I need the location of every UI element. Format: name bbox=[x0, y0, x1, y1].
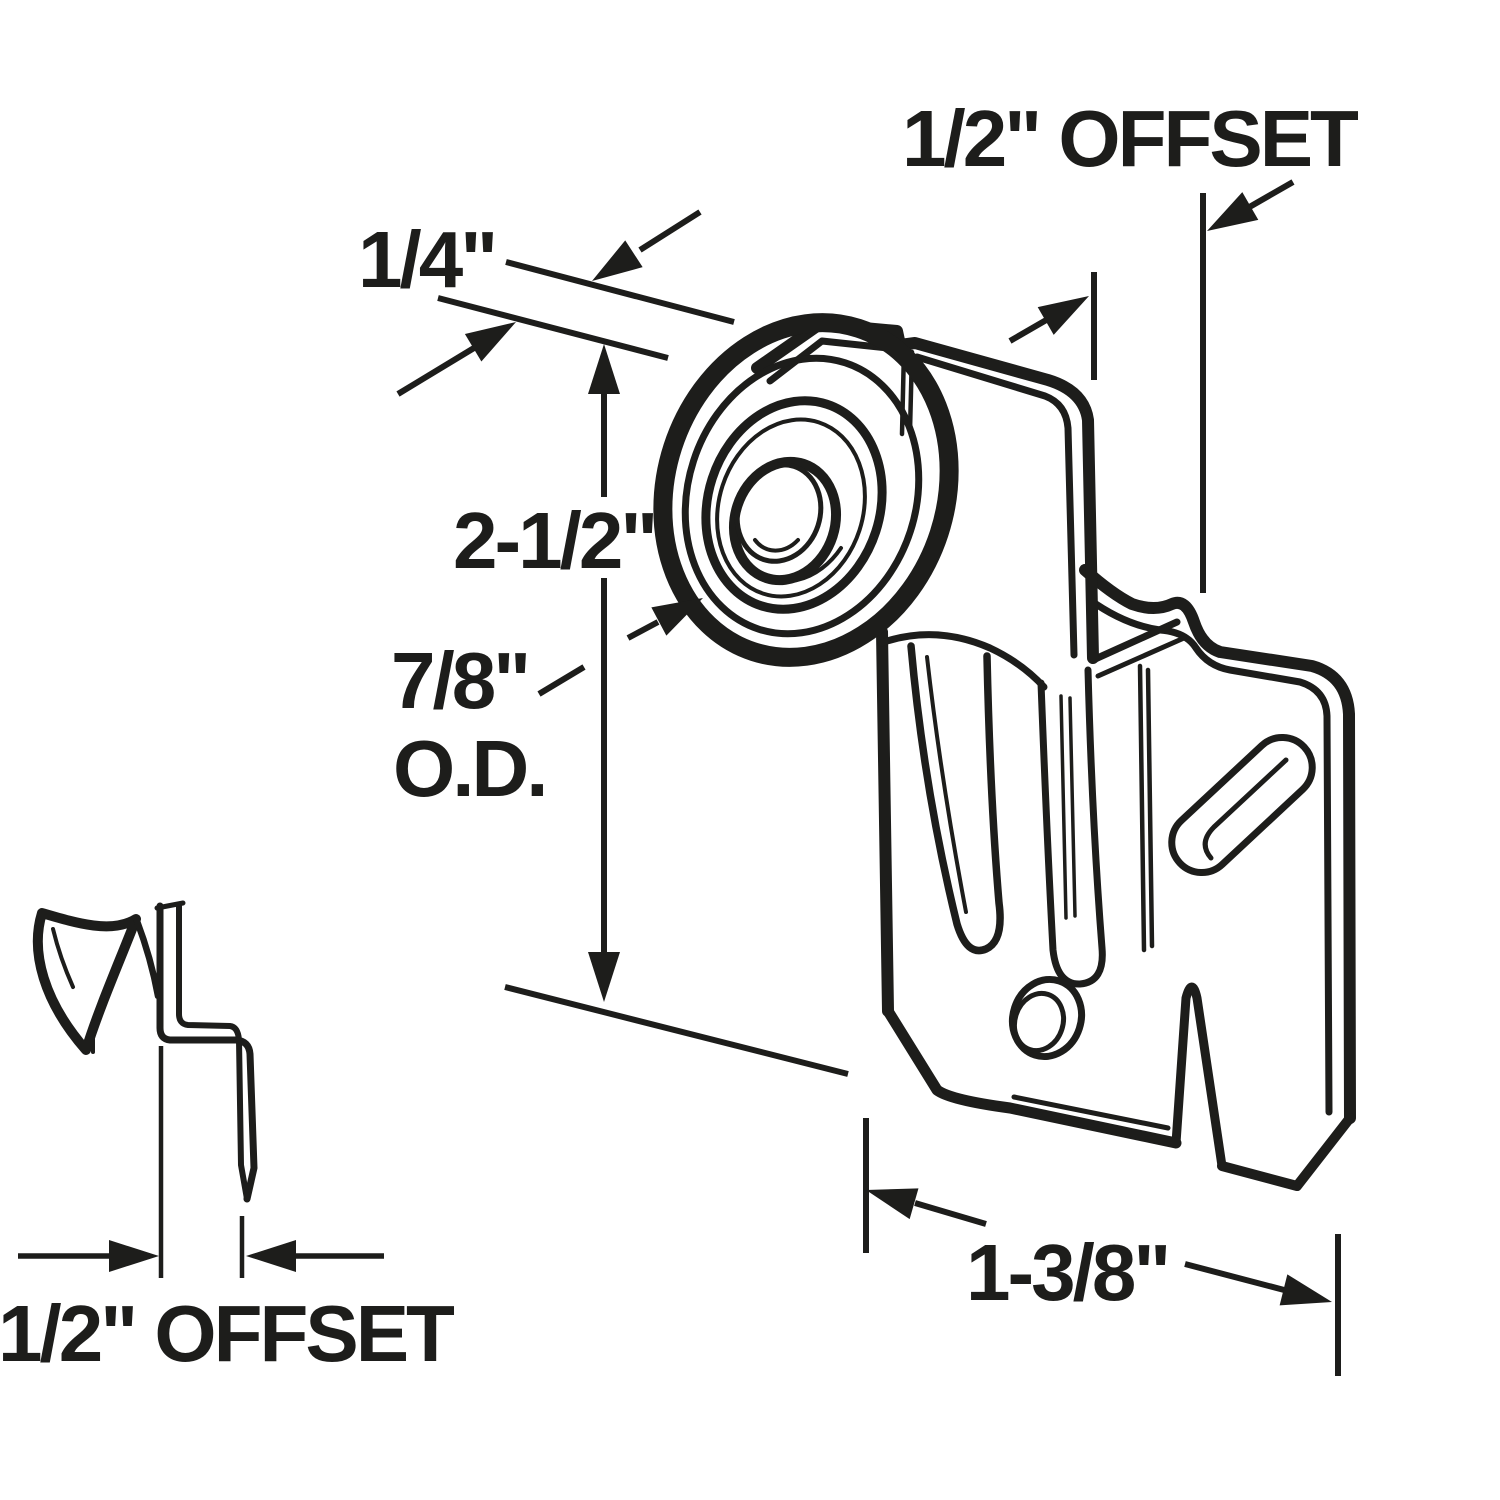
arrow-shaft bbox=[1184, 1261, 1289, 1294]
arrowhead-left-icon bbox=[866, 1188, 919, 1220]
arrowhead-up-right-icon bbox=[464, 322, 516, 362]
arrowhead-down-left-icon bbox=[1207, 192, 1259, 231]
label-bottom-offset: 1/2" OFFSET bbox=[0, 1289, 455, 1378]
plate-inner-top-right bbox=[1086, 596, 1333, 1116]
leader-segment bbox=[537, 664, 586, 697]
arrowhead-up-right-icon bbox=[1037, 296, 1089, 335]
wheel-hub-shade-arc bbox=[753, 538, 800, 553]
extension-line-lower bbox=[437, 295, 669, 361]
wheel-recess-outer bbox=[701, 396, 887, 614]
section-bracket-inner bbox=[176, 903, 250, 1202]
mounting-hole bbox=[1008, 975, 1086, 1061]
arrowhead-up-right-icon bbox=[651, 598, 703, 636]
dim-quarter-inch bbox=[396, 209, 735, 397]
junction-fold-inner bbox=[1095, 635, 1187, 679]
junction-fold-outer bbox=[1089, 618, 1181, 664]
arm-channel-right bbox=[1037, 666, 1106, 988]
arrow-shaft bbox=[396, 345, 476, 397]
arrow-shaft bbox=[638, 209, 702, 253]
dim-top-offset bbox=[1008, 179, 1295, 593]
plate-bottom-right bbox=[1217, 1113, 1355, 1191]
hole-inner bbox=[1011, 990, 1067, 1054]
arm-groove-left bbox=[907, 642, 1004, 955]
plate-bottom-edge bbox=[882, 1005, 1182, 1149]
flange-inner-edge bbox=[766, 337, 1078, 659]
label-flange-width: 1/4" bbox=[358, 215, 495, 304]
slot-depth-line bbox=[1202, 757, 1289, 861]
wheel-hub-face bbox=[734, 462, 824, 564]
arm-shoulder-curve bbox=[877, 631, 1048, 691]
mounting-slot bbox=[1168, 733, 1316, 877]
label-wheel-od-suffix: O.D. bbox=[393, 724, 545, 813]
arm-channel-ribs bbox=[1059, 694, 1077, 920]
arrowhead-right-icon bbox=[109, 1240, 159, 1272]
slot-outline bbox=[1168, 733, 1316, 877]
wheel-rim-line bbox=[681, 354, 923, 638]
dim-wheel-od bbox=[537, 598, 703, 697]
arrowhead-left-icon bbox=[246, 1240, 296, 1272]
bracket-arm bbox=[751, 318, 1106, 1017]
dim-base-width bbox=[863, 1118, 1341, 1376]
section-wheel-back bbox=[133, 917, 162, 1000]
arrow-shaft bbox=[1244, 179, 1295, 212]
arrowhead-down-left-icon bbox=[592, 240, 643, 281]
label-top-offset: 1/2" OFFSET bbox=[902, 94, 1359, 183]
dim-bottom-offset bbox=[18, 1046, 384, 1278]
arrow-shaft bbox=[1008, 316, 1050, 344]
arrowhead-up-icon bbox=[588, 344, 620, 394]
roller-wheel bbox=[653, 313, 959, 667]
arrowhead-down-icon bbox=[588, 952, 620, 1002]
back-plate bbox=[882, 564, 1356, 1191]
plate-v-notch bbox=[1171, 982, 1227, 1171]
section-flange-highlight bbox=[51, 927, 75, 989]
arrow-shaft bbox=[914, 1200, 987, 1227]
arm-groove-left-highlight bbox=[925, 655, 968, 914]
label-wheel-od: 7/8" bbox=[391, 636, 528, 725]
label-height: 2-1/2" bbox=[453, 496, 655, 585]
plate-outline-top-right bbox=[1079, 564, 1356, 1124]
label-base-width: 1-3/8" bbox=[966, 1228, 1168, 1317]
dim-height bbox=[504, 344, 849, 1077]
hole-outer bbox=[1008, 975, 1086, 1061]
wheel-recess-inner bbox=[715, 417, 867, 599]
plate-bottom-inner-line bbox=[1011, 1094, 1171, 1131]
wheel-outer-tire bbox=[653, 313, 959, 667]
baseline-extension bbox=[504, 984, 849, 1077]
extension-line-upper bbox=[505, 259, 735, 325]
arrowhead-right-icon bbox=[1279, 1274, 1332, 1306]
plate-crease-lines bbox=[1137, 663, 1155, 953]
cross-section-view bbox=[32, 900, 258, 1203]
section-wheel-flange bbox=[32, 908, 141, 1055]
section-bracket-top-cap bbox=[154, 900, 186, 911]
arrow-shaft bbox=[626, 619, 660, 641]
arm-left-edge bbox=[876, 626, 894, 1017]
